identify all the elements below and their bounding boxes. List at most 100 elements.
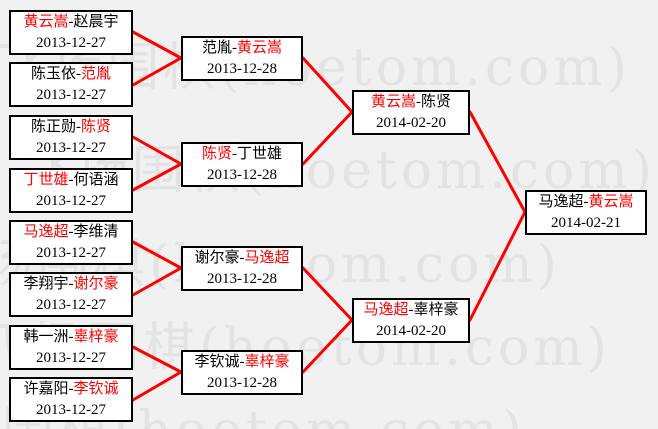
match-date: 2013-12-27 (36, 139, 106, 156)
name-separator: - (408, 302, 414, 319)
name-separator: - (68, 14, 74, 31)
name-separator: - (239, 250, 245, 267)
name-separator: - (68, 276, 74, 293)
connector-line (131, 56, 183, 87)
connector-line (468, 210, 527, 322)
player-name: 许嘉阳 (23, 381, 69, 398)
player-name: 黄云嵩 (237, 40, 283, 57)
player-name: 陈贤 (421, 94, 452, 111)
match-date: 2013-12-27 (36, 34, 106, 51)
match-date: 2013-12-27 (36, 86, 106, 103)
match-players: 李翔宇-谢尔豪 (11, 274, 131, 294)
match-players: 丁世雄-何语涵 (11, 170, 131, 190)
match-players: 韩一洲-辜梓豪 (11, 327, 131, 347)
match-box-round2-1: 范胤-黄云嵩 2013-12-28 (181, 36, 303, 81)
player-name: 李钦诚 (194, 354, 240, 371)
connector-line (301, 318, 354, 374)
match-date: 2014-02-21 (551, 214, 621, 231)
player-name: 黄云嵩 (370, 94, 416, 111)
name-separator: - (583, 194, 589, 211)
player-name: 马逸超 (244, 250, 290, 267)
player-name: 韩一洲 (23, 329, 69, 346)
match-box-round1-5: 马逸超-李维清 2013-12-27 (9, 220, 133, 265)
player-name: 马逸超 (23, 224, 69, 241)
connector-line (301, 56, 354, 114)
connector-line (131, 370, 183, 402)
match-box-round1-3: 陈正勋-陈贤 2013-12-27 (9, 115, 133, 160)
match-players: 马逸超-黄云嵩 (527, 192, 645, 212)
match-box-round2-2: 陈贤-丁世雄 2013-12-28 (181, 142, 303, 187)
match-date: 2013-12-28 (207, 374, 277, 391)
player-name: 辜梓豪 (244, 354, 290, 371)
name-separator: - (416, 94, 421, 111)
match-date: 2013-12-28 (207, 60, 277, 77)
match-date: 2013-12-27 (36, 401, 106, 418)
match-date: 2013-12-28 (207, 270, 277, 287)
match-players: 马逸超-李维清 (11, 222, 131, 242)
name-separator: - (68, 224, 74, 241)
match-box-round1-1: 黄云嵩-赵晨宇 2013-12-27 (9, 10, 133, 55)
match-players: 范胤-黄云嵩 (183, 38, 301, 58)
player-name: 陈玉依 (30, 66, 76, 83)
match-box-round1-2: 陈玉依-范胤 2013-12-27 (9, 62, 133, 107)
connector-line (131, 240, 183, 270)
match-box-round1-7: 韩一洲-辜梓豪 2013-12-27 (9, 325, 133, 370)
match-players: 陈贤-丁世雄 (183, 144, 301, 164)
match-box-round2-4: 李钦诚-辜梓豪 2013-12-28 (181, 350, 303, 395)
player-name: 李维清 (73, 224, 119, 241)
player-name: 范胤 (201, 40, 232, 57)
match-box-semifinal-1: 黄云嵩-陈贤 2014-02-20 (352, 90, 470, 135)
player-name: 陈贤 (81, 119, 112, 136)
player-name: 黄云嵩 (23, 14, 69, 31)
name-separator: - (68, 329, 74, 346)
match-box-semifinal-2: 马逸超-辜梓豪 2014-02-20 (352, 298, 470, 343)
name-separator: - (68, 381, 74, 398)
connector-line (131, 345, 183, 374)
match-date: 2014-02-20 (376, 114, 446, 131)
name-separator: - (76, 66, 81, 83)
match-date: 2013-12-27 (36, 192, 106, 209)
match-date: 2013-12-27 (36, 349, 106, 366)
connector-line (131, 266, 183, 297)
connector-line (301, 110, 354, 166)
match-box-round1-8: 许嘉阳-李钦诚 2013-12-27 (9, 377, 133, 422)
match-players: 李钦诚-辜梓豪 (183, 352, 301, 372)
name-separator: - (76, 119, 81, 136)
player-name: 陈正勋 (30, 119, 76, 136)
connector-line (131, 135, 183, 166)
player-name: 马逸超 (363, 302, 409, 319)
player-name: 陈贤 (201, 146, 232, 163)
match-players: 谢尔豪-马逸超 (183, 248, 301, 268)
name-separator: - (239, 354, 245, 371)
match-players: 许嘉阳-李钦诚 (11, 379, 131, 399)
match-box-round2-3: 谢尔豪-马逸超 2013-12-28 (181, 246, 303, 291)
player-name: 赵晨宇 (73, 14, 119, 31)
match-box-round1-6: 李翔宇-谢尔豪 2013-12-27 (9, 272, 133, 317)
name-separator: - (232, 146, 237, 163)
match-players: 陈正勋-陈贤 (11, 117, 131, 137)
connector-line (468, 110, 527, 214)
match-date: 2013-12-27 (36, 296, 106, 313)
connector-line (131, 162, 183, 192)
connector-line (301, 266, 354, 322)
match-players: 马逸超-辜梓豪 (354, 300, 468, 320)
player-name: 黄云嵩 (588, 194, 634, 211)
name-separator: - (68, 172, 74, 189)
match-box-round1-4: 丁世雄-何语涵 2013-12-27 (9, 168, 133, 213)
match-players: 黄云嵩-陈贤 (354, 92, 468, 112)
match-box-final: 马逸超-黄云嵩 2014-02-21 (525, 190, 647, 235)
match-date: 2013-12-27 (36, 244, 106, 261)
connector-line (131, 30, 183, 60)
player-name: 马逸超 (538, 194, 584, 211)
player-name: 李翔宇 (23, 276, 69, 293)
player-name: 李钦诚 (73, 381, 119, 398)
player-name: 范胤 (81, 66, 112, 83)
match-date: 2014-02-20 (376, 322, 446, 339)
player-name: 谢尔豪 (73, 276, 119, 293)
player-name: 何语涵 (73, 172, 119, 189)
match-date: 2013-12-28 (207, 166, 277, 183)
match-players: 陈玉依-范胤 (11, 64, 131, 84)
player-name: 丁世雄 (23, 172, 69, 189)
